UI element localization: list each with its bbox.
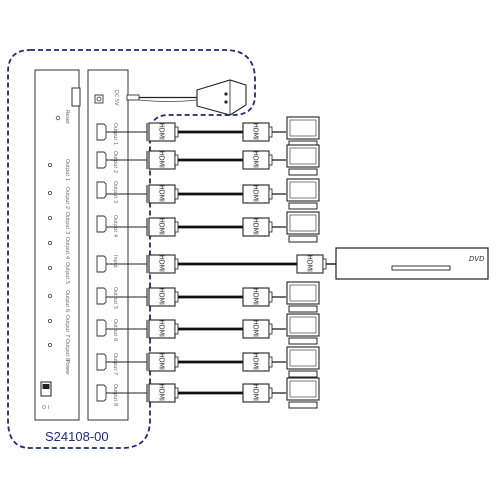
led-label: Output 2 xyxy=(64,187,70,209)
hdmi-connector-label: HDMI xyxy=(252,384,260,401)
port-label: Output 4 xyxy=(112,215,118,237)
hdmi-connector-label: HDMI xyxy=(158,185,166,202)
led-indicators: Output 1 Output 2 Output 3 Output 4 Output 5… xyxy=(48,159,70,361)
hdmi-connector-label: HDMI xyxy=(252,185,260,202)
reset-label: Reset xyxy=(64,110,70,124)
port-label: Output 8 xyxy=(112,384,118,406)
dc-power-jack[interactable] xyxy=(94,94,104,104)
hdmi-connector-label: HDMI xyxy=(252,288,260,305)
switch-marks: O I xyxy=(42,405,49,411)
hdmi-connector-right-3: HDMI xyxy=(242,184,273,204)
hdmi-connector-left-2: HDMI xyxy=(148,150,179,170)
hdmi-connector-right-9: HDMI xyxy=(242,383,273,403)
port-label: Output 2 xyxy=(112,151,118,173)
hdmi-connector-label: HDMI xyxy=(158,353,166,370)
hdmi-connector-label: HDMI xyxy=(252,320,260,337)
hdmi-connector-left-5: HDMI xyxy=(148,254,179,274)
led-output-4 xyxy=(48,240,53,245)
port-label: Output 7 xyxy=(112,353,118,375)
hdmi-connector-left-8: HDMI xyxy=(148,352,179,372)
monitor-icon xyxy=(286,346,320,378)
led-label: Output 7 xyxy=(64,315,70,337)
hdmi-connector-label: HDMI xyxy=(252,151,260,168)
hdmi-connector-label: HDMI xyxy=(158,218,166,235)
dvd-player: DVD xyxy=(335,247,489,280)
power-adapter xyxy=(126,79,247,116)
hdmi-connector-left-6: HDMI xyxy=(148,287,179,307)
hdmi-connector-left-4: HDMI xyxy=(148,217,179,237)
dvd-label: DVD xyxy=(469,255,485,263)
hdmi-connector-label: HDMI xyxy=(158,151,166,168)
led-output-5 xyxy=(48,265,53,270)
hdmi-port-9[interactable] xyxy=(96,384,107,402)
power-label: Power xyxy=(64,360,70,376)
led-output-3 xyxy=(48,215,53,220)
disc-slot xyxy=(391,265,451,271)
hdmi-connector-label: HDMI xyxy=(306,255,314,272)
monitor-icon xyxy=(286,211,320,243)
hdmi-port-6[interactable] xyxy=(96,287,107,305)
led-output-8 xyxy=(48,342,53,347)
hdmi-connector-left-1: HDMI xyxy=(148,122,179,142)
hdmi-connector-left-7: HDMI xyxy=(148,319,179,339)
hdmi-connector-dvd: HDMI xyxy=(296,254,327,274)
hdmi-connector-right-2: HDMI xyxy=(242,150,273,170)
hdmi-connector-label: HDMI xyxy=(158,288,166,305)
hdmi-cables: HDMI HDMI HDMI HDMI HDMI HDMI HDMI HDMI HDMI HDMI… xyxy=(106,116,336,409)
led-output-1 xyxy=(48,162,53,167)
hdmi-port-4[interactable] xyxy=(96,215,107,233)
led-label: Output 3 xyxy=(64,212,70,234)
monitor-icon xyxy=(286,377,320,409)
monitor-icon xyxy=(286,313,320,345)
hdmi-port-5[interactable] xyxy=(96,255,107,273)
hdmi-connector-right-1: HDMI xyxy=(242,122,273,142)
port-label: Output 1 xyxy=(112,123,118,145)
reset-hole xyxy=(55,115,61,121)
hdmi-connector-right-7: HDMI xyxy=(242,319,273,339)
led-label: Output 4 xyxy=(64,237,70,259)
hdmi-connector-right-8: HDMI xyxy=(242,352,273,372)
led-label: Output 8 xyxy=(64,339,70,361)
adapter-body xyxy=(196,79,247,116)
hdmi-port-7[interactable] xyxy=(96,319,107,337)
io-panel: DC 5V Output 1 Output 2 Output 3 Output 4 In… xyxy=(87,69,129,421)
hdmi-connector-label: HDMI xyxy=(158,255,166,272)
port-label: Input xyxy=(112,255,118,268)
monitor-icon xyxy=(286,144,320,176)
hdmi-port-2[interactable] xyxy=(96,151,107,169)
hdmi-connector-right-4: HDMI xyxy=(242,217,273,237)
hdmi-ports: Output 1 Output 2 Output 3 Output 4 InputOut… xyxy=(96,123,118,406)
monitor-icon xyxy=(286,281,320,313)
led-output-7 xyxy=(48,318,53,323)
port-label: Output 3 xyxy=(112,181,118,203)
led-output-2 xyxy=(48,190,53,195)
hdmi-port-1[interactable] xyxy=(96,123,107,141)
led-label: Output 5 xyxy=(64,262,70,284)
hdmi-connector-label: HDMI xyxy=(158,123,166,140)
port-label: Output 5 xyxy=(112,287,118,309)
hdmi-connector-left-9: HDMI xyxy=(148,383,179,403)
hdmi-connector-label: HDMI xyxy=(158,384,166,401)
hdmi-connector-label: HDMI xyxy=(252,123,260,140)
hdmi-connector-left-3: HDMI xyxy=(148,184,179,204)
model-number: S24108-00 xyxy=(45,429,109,444)
led-output-6 xyxy=(48,293,53,298)
port-label: Output 6 xyxy=(112,319,118,341)
hdmi-connector-label: HDMI xyxy=(158,320,166,337)
led-label: Output 6 xyxy=(64,290,70,312)
hdmi-port-8[interactable] xyxy=(96,353,107,371)
hdmi-connector-label: HDMI xyxy=(252,353,260,370)
hdmi-connector-label: HDMI xyxy=(252,218,260,235)
monitor-icon xyxy=(286,178,320,210)
hdmi-port-3[interactable] xyxy=(96,181,107,199)
hdmi-connector-right-6: HDMI xyxy=(242,287,273,307)
monitor-icon xyxy=(286,116,320,148)
dc-label: DC 5V xyxy=(113,90,119,106)
led-label: Output 1 xyxy=(64,159,70,181)
